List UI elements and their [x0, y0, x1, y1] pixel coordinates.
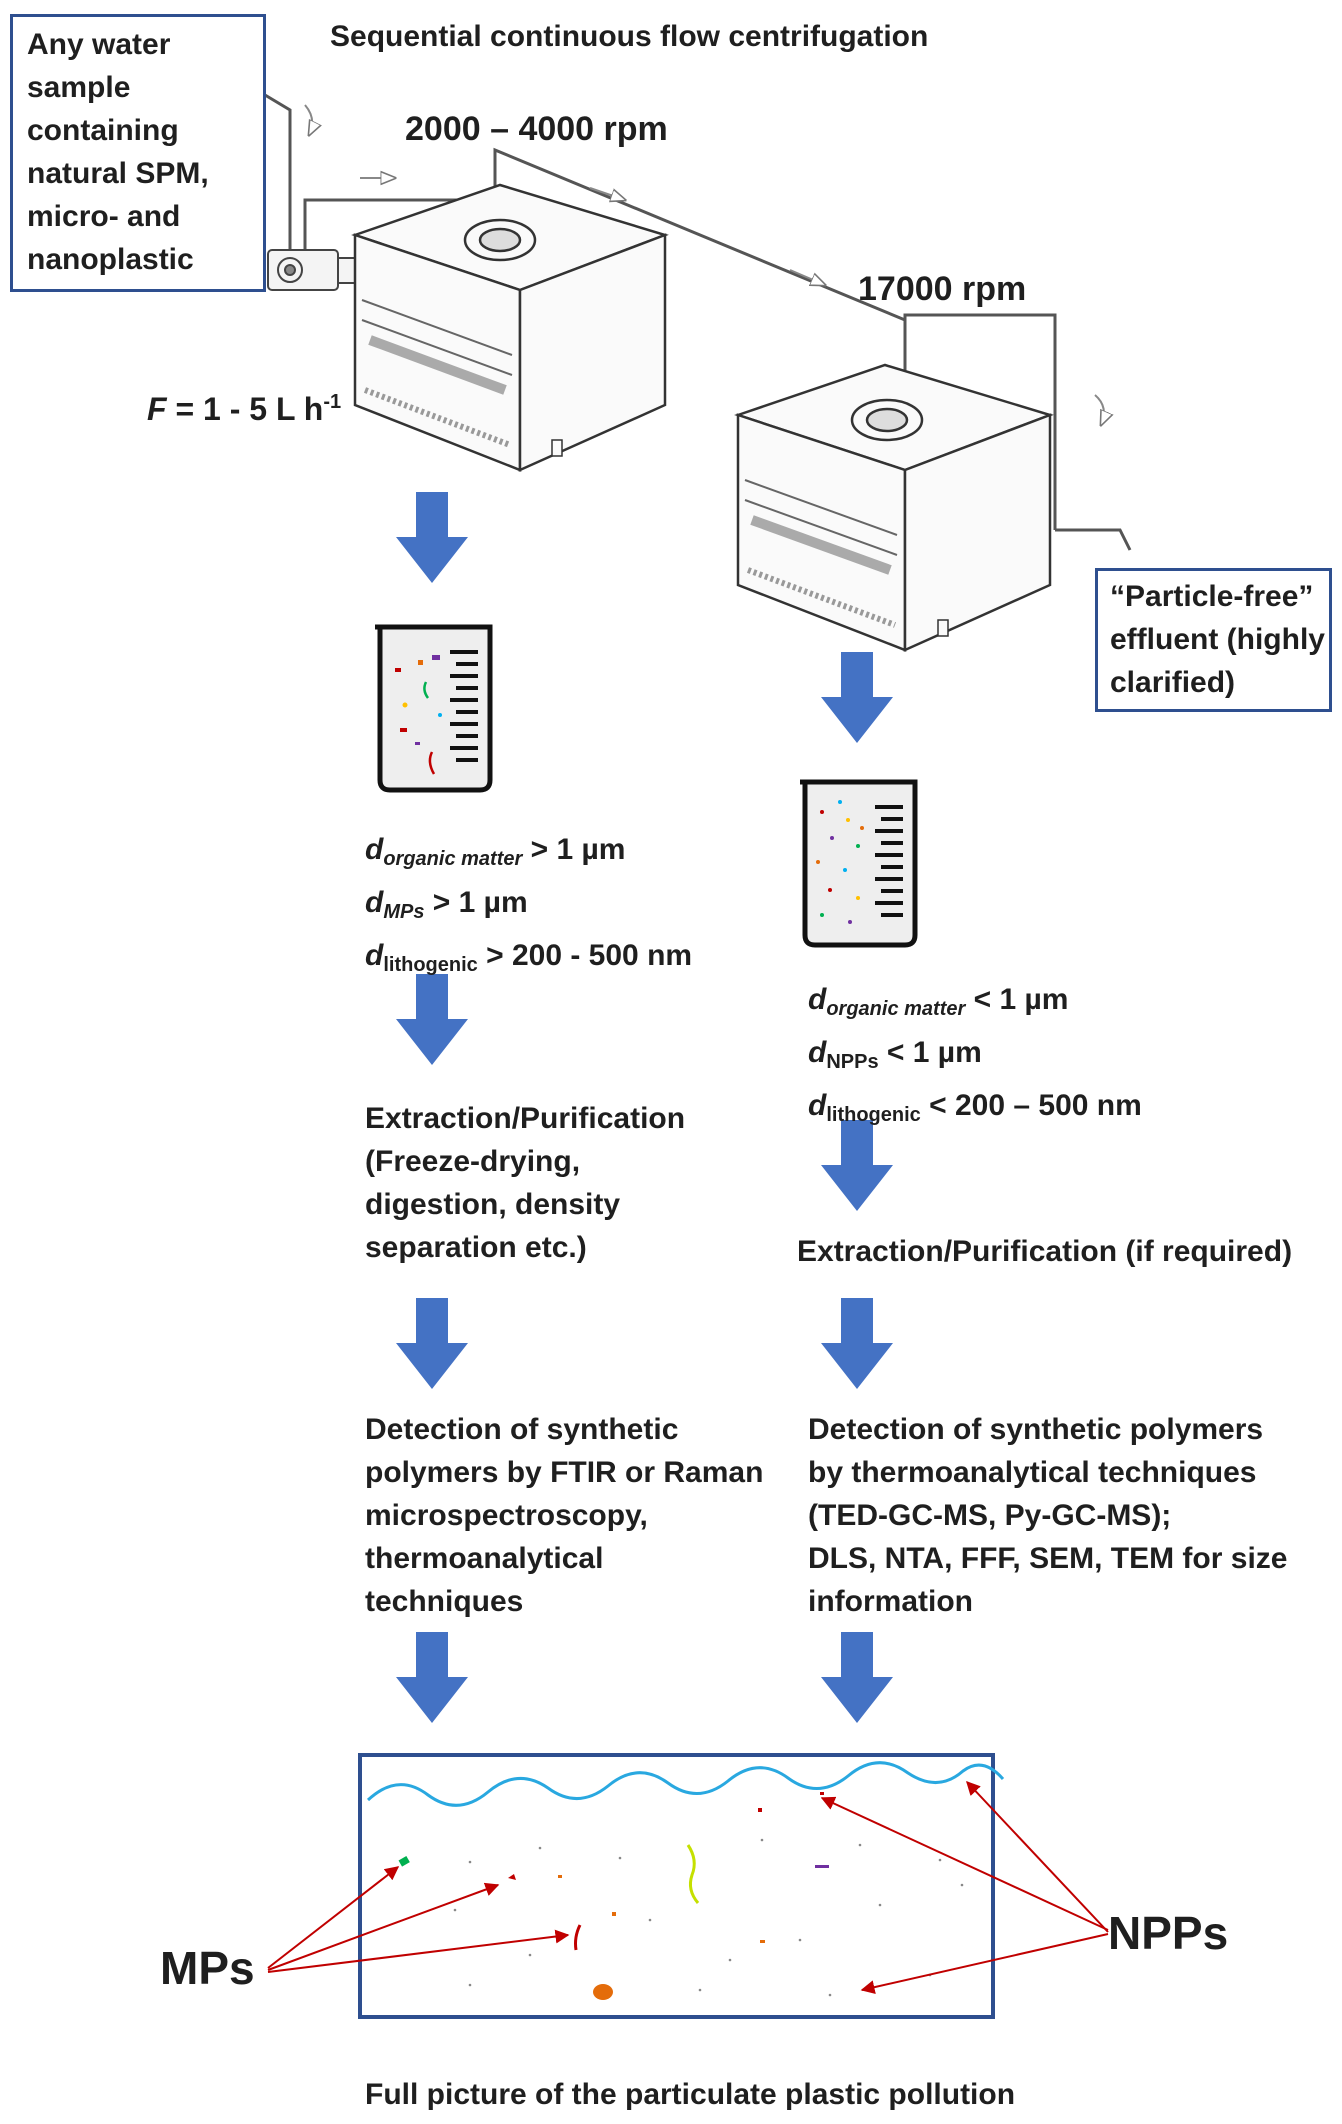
detection-line: information [808, 1585, 973, 1618]
diameter-symbol: d [365, 939, 384, 972]
size-subscript: MPs [383, 901, 425, 923]
down-arrow-left-4 [396, 1632, 468, 1723]
speed-label-2: 17000 rpm [858, 270, 1027, 308]
diameter-symbol: d [365, 886, 384, 919]
detection-line: techniques [365, 1585, 524, 1618]
size-subscript: lithogenic [383, 954, 478, 976]
size-row: dMPs > 1 µm [365, 881, 692, 934]
size-row: dorganic matter > 1 µm [365, 828, 692, 881]
flow-rate-exponent: -1 [323, 391, 342, 413]
diagram-title: Sequential continuous flow centrifugatio… [330, 20, 929, 53]
beaker-mps-icon [375, 624, 493, 793]
size-value: > 200 - 500 nm [477, 939, 693, 972]
size-value: > 1 µm [424, 886, 528, 919]
effluent-line: effluent (highly [1110, 623, 1325, 656]
left-detection-step: Detection of synthetic polymers by FTIR … [365, 1408, 763, 1623]
size-value: < 1 µm [965, 983, 1069, 1016]
size-subscript: lithogenic [826, 1104, 921, 1126]
size-row: dlithogenic < 200 – 500 nm [808, 1084, 1142, 1137]
sample-line: Any water [27, 28, 171, 61]
detection-line: microspectroscopy, [365, 1499, 648, 1532]
flow-rate-value: = 1 - 5 L h [166, 391, 324, 427]
extraction-line: separation etc.) [365, 1231, 587, 1264]
size-subscript: organic matter [826, 998, 966, 1020]
size-subscript: organic matter [383, 848, 523, 870]
centrifuge-2-icon [734, 363, 1054, 652]
sample-line: nanoplastic [27, 243, 194, 276]
summary-picture [358, 1753, 1005, 2019]
centrifuge-1-icon [351, 183, 669, 472]
detection-line: by thermoanalytical techniques [808, 1456, 1257, 1489]
effluent-line: clarified) [1110, 666, 1236, 699]
beaker-npps-icon [800, 779, 918, 948]
size-subscript: NPPs [826, 1051, 879, 1073]
flow-direction-arrows [304, 104, 1104, 425]
size-value: > 1 µm [522, 833, 626, 866]
extraction-line: Extraction/Purification [365, 1102, 686, 1135]
detection-line: Detection of synthetic [365, 1413, 679, 1446]
detection-line: DLS, NTA, FFF, SEM, TEM for size [808, 1542, 1288, 1575]
sample-line: containing [27, 114, 179, 147]
detection-line: polymers by FTIR or Raman [365, 1456, 764, 1489]
size-row: dorganic matter < 1 µm [808, 978, 1142, 1031]
right-detection-step: Detection of synthetic polymers by therm… [808, 1408, 1287, 1623]
flow-rate-symbol: F [147, 391, 167, 427]
flow-arrows [396, 492, 893, 1723]
npps-pointers [820, 1780, 1109, 1995]
diameter-symbol: d [365, 833, 384, 866]
npps-label: NPPs [1108, 1907, 1229, 1959]
down-arrow-right-3 [821, 1298, 893, 1389]
flow-rate-label: F = 1 - 5 L h-1 [147, 392, 341, 425]
down-arrow-right-2 [821, 1120, 893, 1211]
sample-line: micro- and [27, 200, 181, 233]
extraction-line: (Freeze-drying, [365, 1145, 581, 1178]
diameter-symbol: d [808, 1036, 827, 1069]
right-size-criteria: dorganic matter < 1 µm dNPPs < 1 µm dlit… [808, 978, 1142, 1137]
detection-line: thermoanalytical [365, 1542, 604, 1575]
effluent-line: “Particle-free” [1110, 580, 1314, 613]
pump-icon [267, 249, 357, 291]
detection-line: (TED-GC-MS, Py-GC-MS); [808, 1499, 1172, 1532]
effluent-box: “Particle-free” effluent (highly clarifi… [1095, 568, 1332, 712]
sample-line: sample [27, 71, 131, 104]
down-arrow-left-3 [396, 1298, 468, 1389]
size-value: < 200 – 500 nm [920, 1089, 1142, 1122]
down-arrow-left-2 [396, 974, 468, 1065]
down-arrow-right-1 [821, 652, 893, 743]
speed-label-1: 2000 – 4000 rpm [405, 110, 668, 148]
sample-box: Any water sample containing natural SPM,… [10, 14, 266, 292]
detection-line: Detection of synthetic polymers [808, 1413, 1264, 1446]
size-value: < 1 µm [878, 1036, 982, 1069]
size-row: dNPPs < 1 µm [808, 1031, 1142, 1084]
diameter-symbol: d [808, 1089, 827, 1122]
water-surface-line [366, 1761, 1005, 1807]
sample-line: natural SPM, [27, 157, 209, 190]
down-arrow-left-1 [396, 492, 468, 583]
diameter-symbol: d [808, 983, 827, 1016]
right-extraction-step: Extraction/Purification (if required) [797, 1235, 1293, 1268]
figure-caption: Full picture of the particulate plastic … [365, 2078, 1016, 2111]
size-row: dlithogenic > 200 - 500 nm [365, 934, 692, 987]
left-extraction-step: Extraction/Purification (Freeze-drying, … [365, 1097, 685, 1269]
down-arrow-right-4 [821, 1632, 893, 1723]
left-size-criteria: dorganic matter > 1 µm dMPs > 1 µm dlith… [365, 828, 692, 987]
extraction-line: digestion, density [365, 1188, 621, 1221]
mps-label: MPs [160, 1942, 255, 1994]
mps-pointers [267, 1866, 570, 1973]
